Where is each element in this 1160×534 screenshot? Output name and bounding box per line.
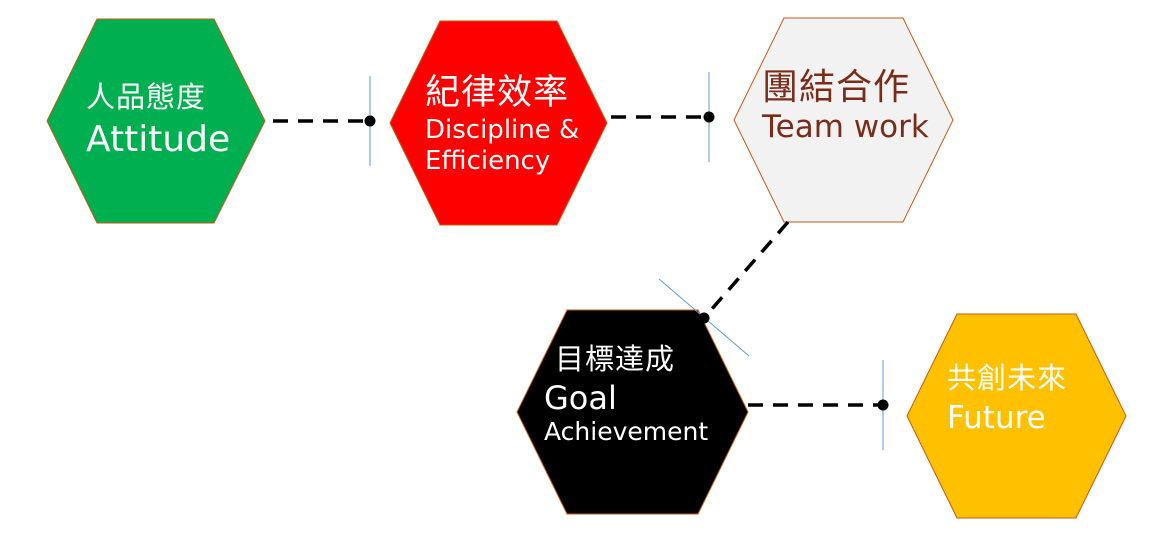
node-label-teamwork: 團結合作 Team work: [762, 70, 929, 143]
node-label-discipline: 紀律效率 Discipline & Efficiency: [425, 73, 580, 176]
label-en: Team work: [762, 109, 929, 145]
connector-end-dot: [698, 312, 710, 324]
hexagon-discipline[interactable]: [389, 20, 608, 226]
label-zh: 共創未來: [947, 361, 1068, 395]
connector-end-dot: [703, 111, 715, 123]
label-zh: 團結合作: [762, 67, 911, 108]
hexagon-future[interactable]: [906, 313, 1127, 519]
connector-teamwork-goal[interactable]: [702, 220, 790, 320]
label-en: Future: [947, 400, 1046, 436]
node-label-goal: 目標達成 Goal Achievement: [544, 342, 709, 446]
connector-end-dot: [877, 399, 889, 411]
hexagon-attitude[interactable]: [46, 18, 266, 224]
label-en: Discipline &: [425, 115, 580, 145]
label-zh: 人品態度: [86, 80, 207, 114]
hexagon-teamwork[interactable]: [733, 17, 954, 223]
label-en: Goal: [544, 379, 617, 417]
label-zh: 紀律效率: [425, 73, 570, 113]
hexagon-goal[interactable]: [516, 309, 749, 515]
label-en: Achievement: [544, 417, 709, 446]
label-en: Efficiency: [425, 146, 551, 176]
node-label-future: 共創未來 Future: [947, 364, 1067, 434]
connector-end-dot: [364, 115, 376, 127]
label-en: Attitude: [86, 119, 231, 160]
label-zh: 目標達成: [555, 342, 676, 376]
node-label-attitude: 人品態度 Attitude: [86, 83, 230, 158]
